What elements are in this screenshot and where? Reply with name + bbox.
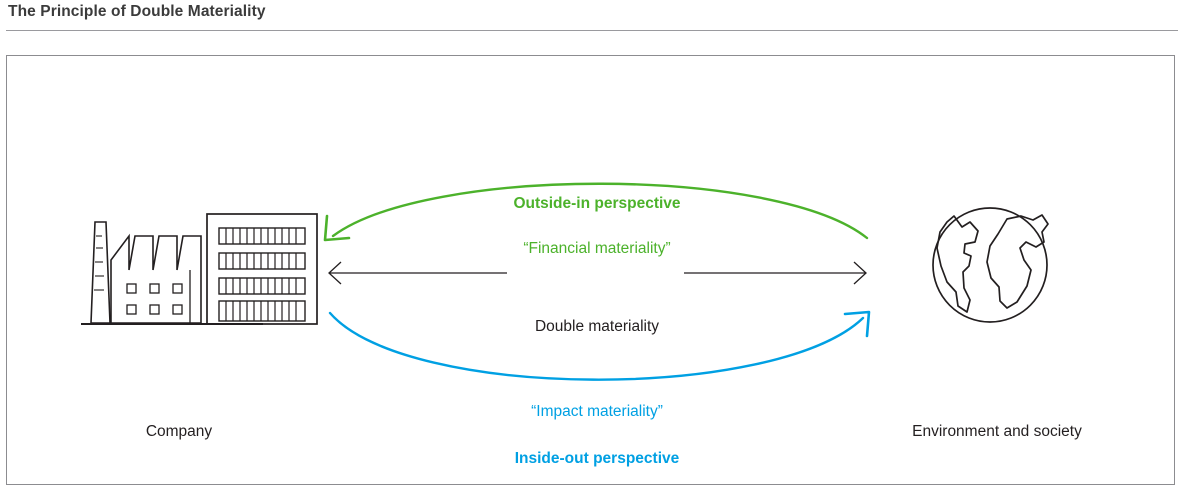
- impact-materiality-label: “Impact materiality”: [531, 403, 663, 420]
- page-title: The Principle of Double Materiality: [8, 3, 266, 20]
- double-materiality-diagram: [81, 182, 1049, 381]
- company-label: Company: [145, 423, 213, 440]
- factory-icon: [81, 213, 318, 325]
- globe-icon: [932, 207, 1049, 323]
- outside-in-arrow: [323, 182, 869, 242]
- outside-in-perspective-label: Outside-in perspective: [513, 195, 681, 212]
- inside-out-arrow: [328, 310, 871, 381]
- financial-materiality-label: “Financial materiality”: [523, 240, 671, 257]
- double-materiality-label: Double materiality: [534, 318, 660, 335]
- environment-and-society-label: Environment and society: [912, 423, 1082, 440]
- title-divider: [6, 30, 1178, 31]
- double-materiality-arrow: [328, 261, 867, 285]
- inside-out-perspective-label: Inside-out perspective: [514, 450, 680, 467]
- diagram-frame: Company Environment and society Double m…: [6, 55, 1175, 485]
